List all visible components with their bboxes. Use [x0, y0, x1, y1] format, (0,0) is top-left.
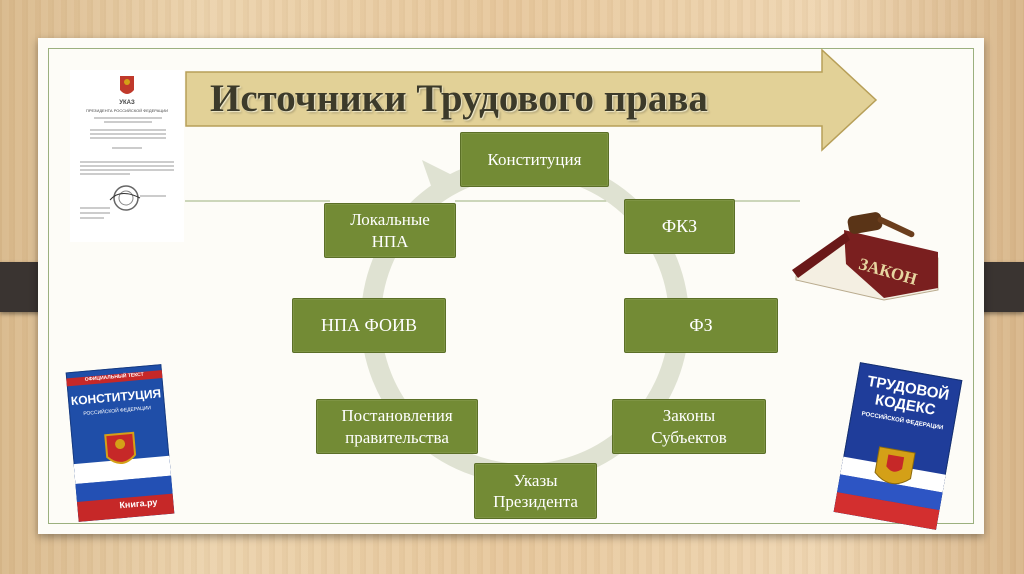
decree-document: УКАЗ ПРЕЗИДЕНТА РОССИЙСКОЙ ФЕДЕРАЦИИ — [70, 70, 184, 242]
decree-heading: УКАЗ — [119, 100, 135, 106]
decree-subheading: ПРЕЗИДЕНТА РОССИЙСКОЙ ФЕДЕРАЦИИ — [85, 108, 169, 113]
node-zakony-subektov: Законы Субъектов — [612, 399, 766, 454]
node-fkz: ФКЗ — [624, 199, 735, 254]
labor-code-book-image: ТРУДОВОЙ КОДЕКС РОССИЙСКОЙ ФЕДЕРАЦИИ — [833, 362, 963, 530]
decree-graphics — [80, 76, 174, 219]
node-konstitutsiya: Конституция — [460, 132, 609, 187]
slide-frame — [48, 48, 974, 524]
node-lokalnye-npa: Локальные НПА — [324, 203, 456, 258]
node-ukazy-prezidenta: Указы Президента — [474, 463, 597, 519]
gavel-book-graphics — [792, 212, 939, 301]
page-title: Источники Трудового права — [210, 76, 708, 120]
node-postanovleniya: Постановления правительства — [316, 399, 478, 454]
labor-code-book-graphics — [833, 362, 963, 530]
constitution-book-graphics — [65, 364, 175, 522]
node-fz: ФЗ — [624, 298, 778, 353]
gavel-book-image: ЗАКОН — [788, 206, 948, 302]
constitution-book-image: ОФИЦИАЛЬНЫЙ ТЕКСТ КОНСТИТУЦИЯ РОССИЙСКОЙ… — [65, 364, 175, 522]
node-npa-foiv: НПА ФОИВ — [292, 298, 446, 353]
